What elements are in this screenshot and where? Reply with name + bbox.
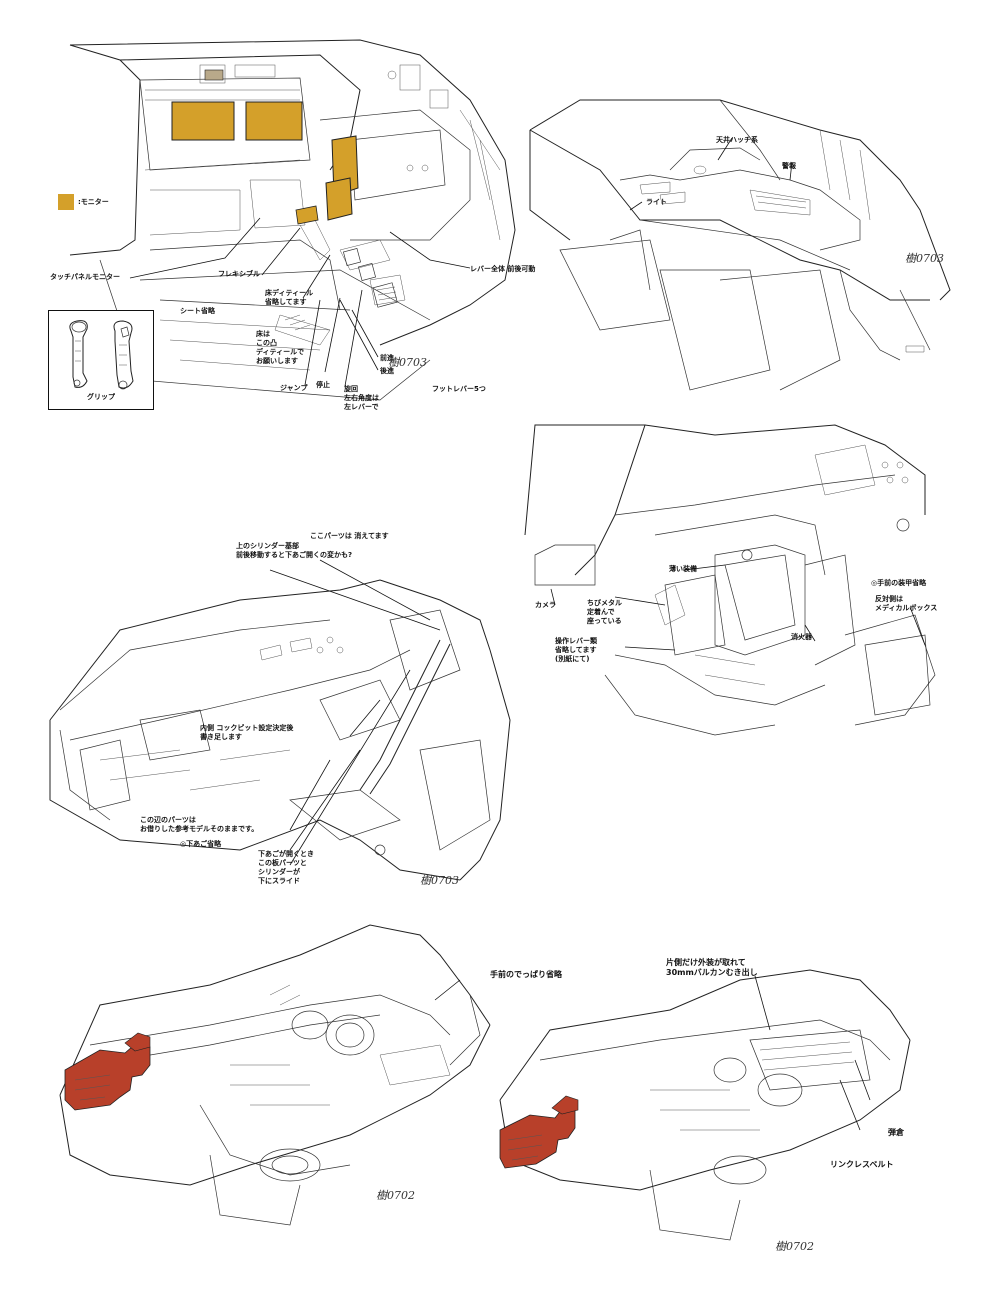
signature-panel6: 樹0702 bbox=[775, 1240, 814, 1253]
label-lower-jaw: ◎下あご省略 bbox=[180, 840, 222, 848]
monitor-right-lower bbox=[325, 177, 353, 221]
label-slide-note: 下あごが開くとき この板パーツと シリンダーが 下にスライド bbox=[258, 850, 314, 885]
label-turn: 旋回 左右角度は 左レバーで bbox=[344, 385, 379, 411]
label-front-armor-omit: ◎手前の装甲省略 bbox=[871, 579, 927, 587]
side-cylinder-drawing bbox=[49, 559, 511, 881]
label-thin-seat: 薄い装備 bbox=[669, 565, 697, 573]
label-camera: カメラ bbox=[535, 601, 556, 609]
canopy-hatch-drawing bbox=[529, 99, 951, 391]
label-grip: グリップ bbox=[87, 393, 115, 401]
panel-armor-vulcan: 片側だけ外装が取れて 30mmバルカンむき出し 弾倉 リンクレスベルト 樹070… bbox=[490, 950, 960, 1280]
label-flexible: フレキシブル bbox=[218, 270, 260, 278]
label-lever-all: レバー全体 前後可動 bbox=[470, 265, 536, 273]
label-jump: ジャンプ bbox=[280, 384, 308, 392]
label-one-side-vulcan: 片側だけ外装が取れて 30mmバルカンむき出し bbox=[666, 958, 758, 977]
armor-vulcan-drawing bbox=[499, 969, 911, 1241]
label-backward: 後進 bbox=[380, 367, 394, 375]
monitor-touch-panel bbox=[295, 205, 319, 225]
signature-panel5: 樹0702 bbox=[376, 1189, 415, 1202]
panel-canopy-hatch: 天井ハッチ系 警報 ライト 樹0703 bbox=[520, 70, 960, 410]
armor-plate-red-vulcan bbox=[499, 1104, 576, 1169]
label-forward: 前進 bbox=[380, 354, 394, 362]
cockpit-seat-drawing bbox=[524, 424, 936, 736]
monitor-center bbox=[245, 101, 303, 141]
label-foot-lever: フットレバー5つ bbox=[432, 385, 486, 393]
label-linkless-belt: リンクレスベルト bbox=[830, 1160, 894, 1169]
label-touch-panel-monitor: タッチパネルモニター bbox=[50, 273, 120, 281]
label-seat-omit: シート省略 bbox=[180, 307, 215, 315]
monitor-legend-label: :モニター bbox=[78, 198, 109, 206]
label-floor-detail-omit: 床ディティール 省略してます bbox=[265, 289, 314, 306]
armor-plate-red bbox=[64, 1039, 151, 1111]
armor-front-drawing bbox=[59, 924, 491, 1226]
signature-panel3: 樹0703 bbox=[420, 874, 459, 887]
label-lever-omit: 操作レバー類 省略してます (別紙にて) bbox=[555, 637, 597, 663]
label-indicator: 警報 bbox=[782, 162, 796, 170]
panel-armor-front: 手前のでっぱり省略 樹0702 bbox=[50, 915, 562, 1235]
label-magazine: 弾倉 bbox=[888, 1128, 904, 1137]
label-cylinder-note: 上のシリンダー基部 前後移動すると下あご開くの変かも? bbox=[236, 542, 353, 559]
label-chobi-metal: ちびメタル 定着んで 座っている bbox=[587, 599, 622, 625]
label-extinguisher: 消火器 bbox=[791, 633, 812, 641]
label-hatch-top: 天井ハッチ系 bbox=[716, 136, 758, 144]
label-front-protrusion-omit: 手前のでっぱり省略 bbox=[490, 970, 562, 979]
panel-cockpit-interior: :モニター タッチパネルモニター フレキシブル レバー全体 前後可動 床ディティ… bbox=[0, 0, 535, 420]
panel-side-cylinder: ここパーツは 消えてます 上のシリンダー基部 前後移動すると下あご開くの変かも?… bbox=[40, 520, 520, 900]
monitor-legend-swatch bbox=[58, 194, 74, 210]
label-inner-cockpit: 内側 コックピット設定決定後 書き足します bbox=[200, 724, 294, 741]
label-this-part: この辺のパーツは お借りした参考モデルそのままです。 bbox=[140, 816, 259, 833]
signature-panel2: 樹0703 bbox=[905, 252, 944, 265]
panel-cockpit-seat: カメラ ちびメタル 定着んで 座っている 薄い装備 操作レバー類 省略してます … bbox=[515, 415, 960, 755]
monitor-top-small bbox=[204, 69, 224, 81]
grip-inset: グリップ bbox=[48, 310, 154, 410]
label-medical-box: 反対側は メディカルボックス bbox=[875, 595, 938, 612]
label-stop: 停止 bbox=[316, 381, 330, 389]
armor-plate-red-top bbox=[124, 1032, 151, 1052]
label-part-here: ここパーツは 消えてます bbox=[310, 532, 389, 540]
signature-panel1: 樹0703 bbox=[388, 356, 427, 369]
label-floor-note: 床は この凸 ディティールで お願いします bbox=[256, 330, 305, 365]
armor-plate-red-vulcan-top bbox=[551, 1095, 579, 1115]
grip-drawing bbox=[69, 320, 134, 390]
label-light: ライト bbox=[646, 198, 667, 206]
cockpit-interior-drawing bbox=[69, 39, 516, 401]
monitor-left bbox=[171, 101, 235, 141]
